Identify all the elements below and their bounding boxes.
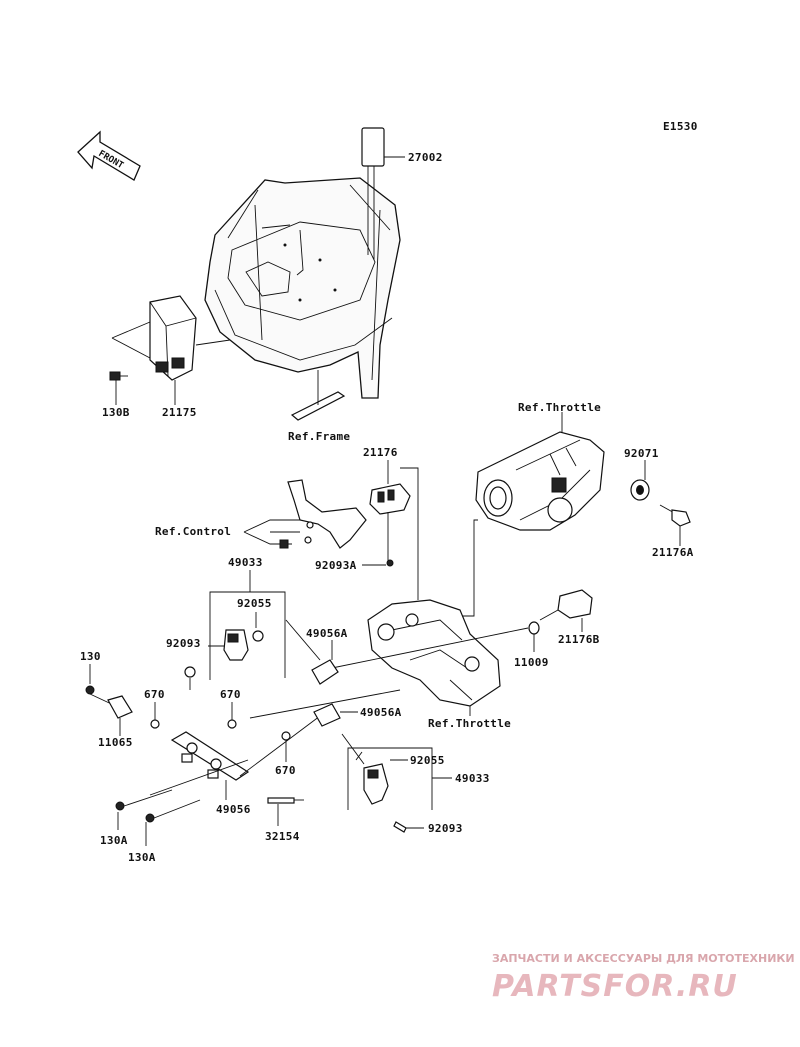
label-21176B: 21176B [558, 633, 600, 646]
label-92093-top: 92093 [166, 637, 201, 650]
part-92055-oring-top [252, 630, 264, 642]
front-arrow-icon: FRONT [77, 130, 141, 181]
label-670-a: 670 [144, 688, 165, 701]
part-49056A-pipe-top [311, 659, 339, 685]
label-130B: 130B [102, 406, 130, 419]
part-11065-cap [107, 695, 133, 719]
part-49033-injector-bottom [363, 763, 389, 805]
ref-control: Ref.Control [155, 525, 231, 538]
ref-throttle-top: Ref.Throttle [518, 401, 601, 414]
part-32154-pipe [267, 797, 304, 804]
part-130A-bolt-b [145, 799, 201, 823]
control-bracket [287, 479, 367, 549]
label-49033-bot: 49033 [455, 772, 490, 785]
part-92093-seal-top [184, 666, 196, 678]
label-92093-bot: 92093 [428, 822, 463, 835]
throttle-body-top [475, 431, 605, 531]
part-49056-fuel-rail [170, 731, 250, 781]
label-130A-a: 130A [100, 834, 128, 847]
label-130: 130 [80, 650, 101, 663]
diagram-code: E1530 [663, 120, 698, 133]
label-670-c: 670 [275, 764, 296, 777]
label-49056A-top: 49056A [306, 627, 348, 640]
part-670-washer-c [281, 731, 291, 741]
ref-frame: Ref.Frame [288, 430, 350, 443]
part-11009-gasket [528, 621, 540, 635]
label-11065: 11065 [98, 736, 133, 749]
part-49033-injector-top [223, 629, 249, 661]
part-92093-seal-bottom [393, 821, 407, 833]
part-21176A-sensor [659, 504, 691, 527]
part-130B-bolt [109, 371, 128, 381]
part-49056A-pipe-bottom [313, 703, 341, 727]
part-130A-bolt-a [115, 789, 173, 811]
part-21176-sensor [369, 483, 411, 515]
frame-assembly [204, 127, 401, 421]
label-49033-top: 49033 [228, 556, 263, 569]
part-670-washer-a [150, 719, 160, 729]
part-92071-oring [630, 479, 650, 501]
label-92071: 92071 [624, 447, 659, 460]
ref-throttle-bottom: Ref.Throttle [428, 717, 511, 730]
label-32154: 32154 [265, 830, 300, 843]
label-92093A: 92093A [315, 559, 357, 572]
label-49056A-bot: 49056A [360, 706, 402, 719]
label-21175: 21175 [162, 406, 197, 419]
label-130A-b: 130A [128, 851, 156, 864]
label-27002: 27002 [408, 151, 443, 164]
watermark-tagline: ЗАПЧАСТИ И АКСЕССУАРЫ ДЛЯ МОТОТЕХНИКИ [492, 952, 795, 965]
label-92055-bot: 92055 [410, 754, 445, 767]
part-21175-ecu [149, 295, 197, 381]
part-27002-relay [361, 127, 385, 167]
watermark-brand: PARTSFOR.RU [492, 969, 738, 1004]
label-11009: 11009 [514, 656, 549, 669]
label-21176A: 21176A [652, 546, 694, 559]
label-670-b: 670 [220, 688, 241, 701]
bolt-icon [279, 539, 289, 549]
part-130-bolt [85, 685, 95, 695]
part-21176B-sensor [539, 589, 593, 621]
part-670-washer-b [227, 719, 237, 729]
throttle-body-bottom [367, 599, 501, 707]
label-21176: 21176 [363, 446, 398, 459]
part-92055-oring-bottom [355, 751, 363, 761]
label-92055-top: 92055 [237, 597, 272, 610]
label-49056: 49056 [216, 803, 251, 816]
